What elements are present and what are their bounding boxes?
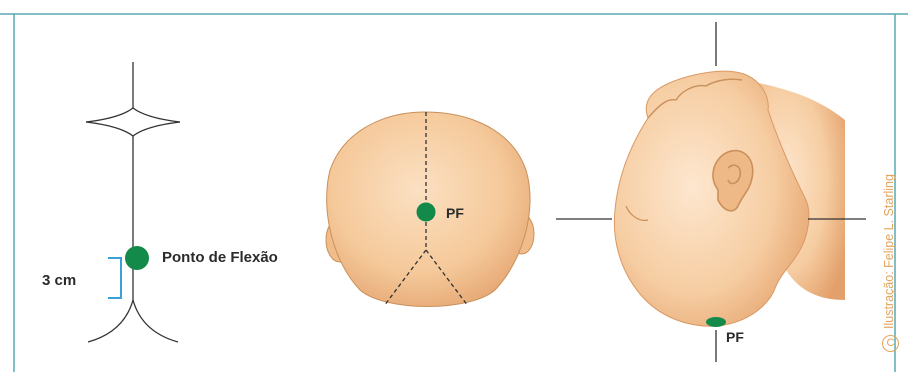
pf-dot-side-view [706, 317, 726, 327]
flexion-point-label: Ponto de Flexão [162, 249, 278, 266]
distance-bracket [108, 258, 121, 298]
illustration-credit: C Ilustração: Felipe L. Starling [882, 174, 899, 352]
distance-label: 3 cm [42, 272, 76, 289]
pf-label-side-view: PF [726, 329, 744, 345]
pf-dot-top-view [417, 203, 436, 222]
head-top-view [326, 112, 534, 307]
pf-label-top-view: PF [446, 205, 464, 221]
credit-text: Ilustração: Felipe L. Starling [882, 174, 896, 329]
flexion-point-dot [125, 246, 149, 270]
head-profile-view [614, 71, 845, 327]
flexion-axis-schematic [86, 62, 180, 342]
copyright-icon: C [882, 335, 899, 352]
